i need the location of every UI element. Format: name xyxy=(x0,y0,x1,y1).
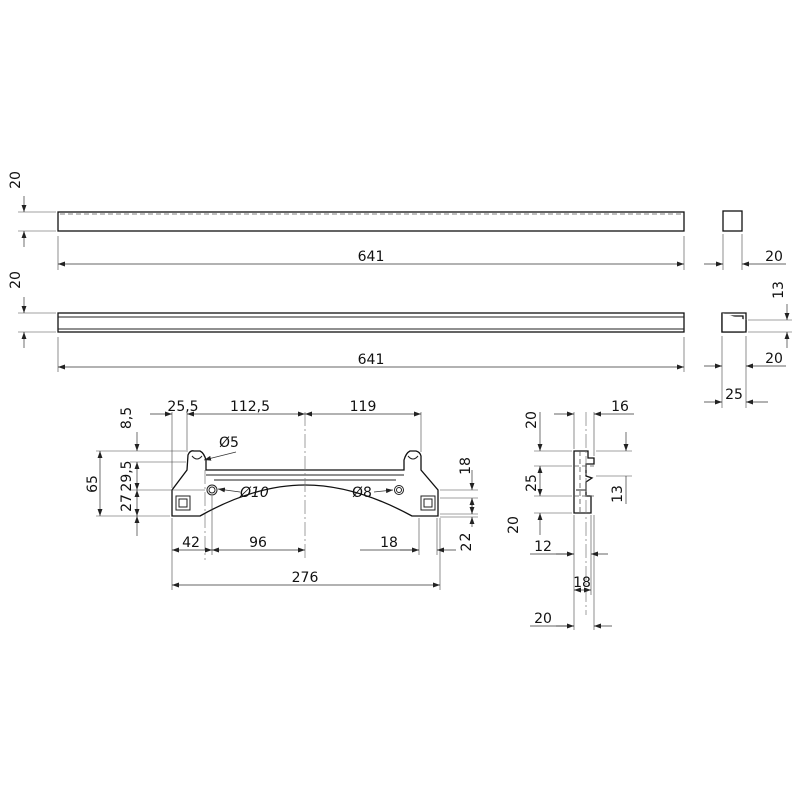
profile-2-section-opening-dim: 13 xyxy=(771,281,787,299)
bracket-front-view: 25,5 112,5 119 65 8,5 29,5 27 Ø5 Ø10 Ø8 … xyxy=(85,399,478,590)
dim-25-5: 25,5 xyxy=(167,399,198,415)
dim-119: 119 xyxy=(350,399,377,415)
hole-10-left xyxy=(206,484,218,496)
side-dim-18: 18 xyxy=(573,575,591,591)
profile-2-bar xyxy=(57,312,685,333)
profile-2-view: 20 641 13 20 25 xyxy=(8,271,792,408)
profile-2-section-height-dim: 20 xyxy=(765,351,783,367)
profile-2-section-width-dim: 25 xyxy=(725,387,743,403)
dim-29-5: 29,5 xyxy=(119,460,135,491)
dim-27: 27 xyxy=(119,494,135,512)
hole-8-label: Ø8 xyxy=(352,485,372,501)
hole-10-label: Ø10 xyxy=(239,485,269,501)
profile-1-section-width-dim: 20 xyxy=(765,249,783,265)
dim-8-5: 8,5 xyxy=(119,407,135,429)
side-dim-25: 25 xyxy=(524,474,540,492)
dim-18-bottom: 18 xyxy=(380,535,398,551)
dim-276: 276 xyxy=(292,570,319,586)
side-dim-13: 13 xyxy=(610,485,626,503)
side-dim-20-top: 20 xyxy=(524,411,540,429)
bracket-side-view: 16 20 25 20 13 12 18 20 xyxy=(506,399,634,630)
hole-8-right xyxy=(394,485,404,495)
dim-2-bottom: 2 xyxy=(459,543,475,552)
profile-1-section xyxy=(722,210,743,232)
side-dim-20-bottom: 20 xyxy=(534,611,552,627)
profile-2-height-dim: 20 xyxy=(8,271,24,289)
profile-2-length-dim: 641 xyxy=(358,352,385,368)
side-dim-12: 12 xyxy=(534,539,552,555)
profile-1-view: 20 641 20 xyxy=(8,171,786,270)
left-pad xyxy=(175,495,191,511)
side-dim-20-left: 20 xyxy=(506,516,522,534)
dim-112-5: 112,5 xyxy=(230,399,270,415)
dim-2-right: 2 xyxy=(458,533,474,542)
profile-1-height-dim: 20 xyxy=(8,171,24,189)
bracket-side-outline xyxy=(573,450,595,514)
hole-5-label: Ø5 xyxy=(219,435,239,451)
right-pad xyxy=(420,495,436,511)
dim-65: 65 xyxy=(85,475,101,493)
side-dim-16: 16 xyxy=(611,399,629,415)
profile-1-bar xyxy=(57,211,685,232)
dim-42: 42 xyxy=(182,535,200,551)
profile-1-length-dim: 641 xyxy=(358,249,385,265)
dim-18-right: 18 xyxy=(458,457,474,475)
dim-96: 96 xyxy=(249,535,267,551)
